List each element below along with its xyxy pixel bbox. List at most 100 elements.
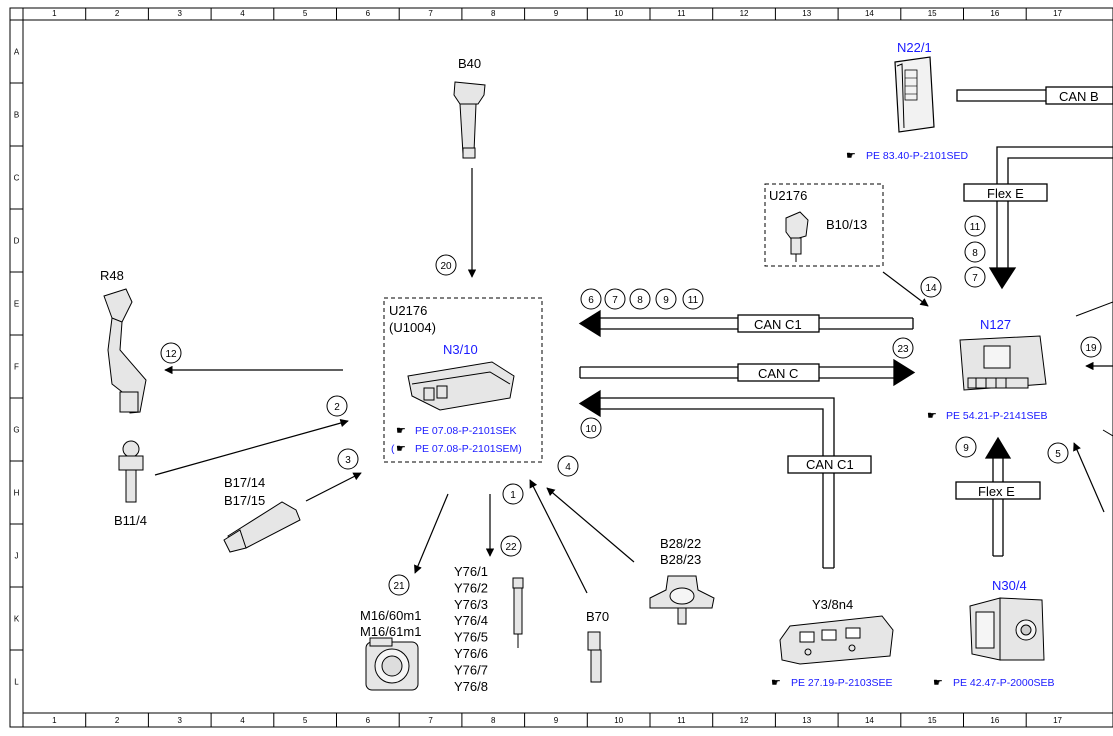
grid-row-label: J [15, 552, 19, 561]
hand-pointer-icon: ☛ [933, 677, 943, 689]
svg-text:PE 42.47-P-2000SEB: PE 42.47-P-2000SEB [953, 677, 1055, 689]
n127-ref[interactable]: ☛ PE 54.21-P-2141SEB [927, 410, 1048, 422]
n127-label: N127 [980, 317, 1011, 332]
grid-column-label-bottom: 14 [865, 716, 874, 725]
grid-ticks [10, 8, 1027, 727]
n3-10-ref-2[interactable]: ( ☛ PE 07.08-P-2101SEM) [391, 443, 522, 455]
grid-column-label-bottom: 12 [740, 716, 749, 725]
grid-column-label-bottom: 15 [928, 716, 937, 725]
svg-text:8: 8 [637, 295, 643, 306]
svg-text:21: 21 [393, 581, 405, 592]
b40-sensor[interactable] [453, 81, 486, 159]
can-b-bus [956, 86, 1113, 105]
callout-14: 14 [920, 276, 942, 298]
u1004-label: (U1004) [389, 320, 436, 335]
callout-11-top: 11 [682, 288, 704, 310]
y76-label: Y76/8 [454, 679, 488, 694]
svg-text:2: 2 [334, 402, 340, 413]
callout-22: 22 [500, 535, 522, 557]
n30-4-ref[interactable]: ☛ PE 42.47-P-2000SEB [933, 677, 1055, 689]
b10-13-sensor[interactable] [785, 211, 809, 262]
n30-4-module[interactable] [969, 597, 1045, 661]
can-c-label: CAN C [758, 366, 798, 381]
grid-column-label-top: 4 [240, 9, 245, 18]
grid-column-label-top: 1 [52, 9, 57, 18]
svg-text:7: 7 [972, 273, 978, 284]
grid-row-label: E [14, 300, 19, 309]
grid-column-label-bottom: 11 [677, 716, 686, 725]
n3-10-ref-1[interactable]: ☛ PE 07.08-P-2101SEK [396, 425, 517, 437]
y76-label: Y76/5 [454, 630, 488, 645]
grid-column-label-bottom: 16 [990, 716, 999, 725]
callout-8-right: 8 [964, 241, 986, 263]
callout-21: 21 [388, 574, 410, 596]
flex-e-top-bus [963, 146, 1113, 290]
m16-throttle[interactable] [365, 637, 419, 691]
grid-column-label-top: 17 [1053, 9, 1062, 18]
can-c1-vertical-label: CAN C1 [806, 457, 854, 472]
edge-line-mid [1102, 429, 1113, 437]
svg-text:19: 19 [1085, 343, 1097, 354]
hand-pointer-icon: ☛ [396, 443, 406, 455]
flex-e-bottom-bus [955, 436, 1041, 557]
edge-line-upper [1075, 301, 1113, 317]
grid-column-label-bottom: 7 [428, 716, 433, 725]
callout-8-top: 8 [629, 288, 651, 310]
svg-text:23: 23 [897, 344, 909, 355]
n30-4-label: N30/4 [992, 578, 1027, 593]
svg-text:8: 8 [972, 248, 978, 259]
y76-label: Y76/2 [454, 580, 488, 595]
b17-sensor[interactable] [223, 501, 301, 553]
svg-text:PE 83.40-P-2101SED: PE 83.40-P-2101SED [866, 150, 969, 162]
svg-text:(: ( [391, 443, 395, 455]
grid-row-label: B [14, 111, 19, 120]
grid-frame [9, 7, 1113, 728]
grid-row-label: C [14, 174, 20, 183]
y76-label: Y76/1 [454, 564, 488, 579]
grid-column-labels: 1122334455667788991010111112121313141415… [52, 9, 1062, 725]
grid-column-label-top: 8 [491, 9, 496, 18]
n3-10-label: N3/10 [443, 342, 478, 357]
b10-13-label: B10/13 [826, 217, 867, 232]
b11-4-label: B11/4 [114, 513, 147, 528]
svg-text:1: 1 [510, 490, 516, 501]
r48-heater[interactable] [103, 288, 147, 414]
grid-column-label-top: 10 [614, 9, 623, 18]
y76-injector[interactable] [512, 577, 524, 648]
y3-8n4-label: Y3/8n4 [812, 597, 853, 612]
svg-text:PE 27.19-P-2103SEE: PE 27.19-P-2103SEE [791, 677, 893, 689]
svg-text:PE 54.21-P-2141SEB: PE 54.21-P-2141SEB [946, 410, 1048, 422]
callout-10: 10 [580, 417, 602, 439]
b17-14-label: B17/14 [224, 475, 265, 490]
arrow-1 [529, 479, 588, 594]
grid-row-label: D [14, 237, 20, 246]
can-c1-top-label: CAN C1 [754, 317, 802, 332]
b70-label: B70 [586, 609, 609, 624]
grid-column-label-bottom: 5 [303, 716, 308, 725]
u2176-main-boundary [383, 297, 543, 463]
b70-sensor[interactable] [587, 631, 602, 683]
svg-text:3: 3 [345, 455, 351, 466]
n127-module[interactable] [959, 335, 1047, 391]
svg-text:11: 11 [970, 222, 981, 233]
r48-label: R48 [100, 268, 124, 283]
svg-text:PE 07.08-P-2101SEK: PE 07.08-P-2101SEK [415, 425, 517, 437]
can-c1-top-bus [578, 309, 914, 338]
n22-1-ref[interactable]: ☛ PE 83.40-P-2101SED [846, 150, 969, 162]
can-c-bus [579, 358, 916, 387]
svg-text:6: 6 [588, 295, 594, 306]
arrow-4 [546, 487, 635, 563]
b28-sensor[interactable] [649, 575, 715, 625]
n3-10-ecu[interactable] [407, 361, 515, 411]
grid-column-label-top: 3 [178, 9, 183, 18]
n22-1-module[interactable] [894, 56, 935, 133]
grid-column-label-top: 11 [677, 9, 686, 18]
arrow-21 [414, 493, 449, 574]
b11-4-sensor[interactable] [118, 440, 144, 503]
callout-19: 19 [1080, 336, 1102, 358]
y3-8n4-ref[interactable]: ☛ PE 27.19-P-2103SEE [771, 677, 893, 689]
grid-column-label-top: 6 [366, 9, 371, 18]
grid-row-label: G [13, 426, 19, 435]
y3-8n4-valve-body[interactable] [779, 615, 894, 665]
